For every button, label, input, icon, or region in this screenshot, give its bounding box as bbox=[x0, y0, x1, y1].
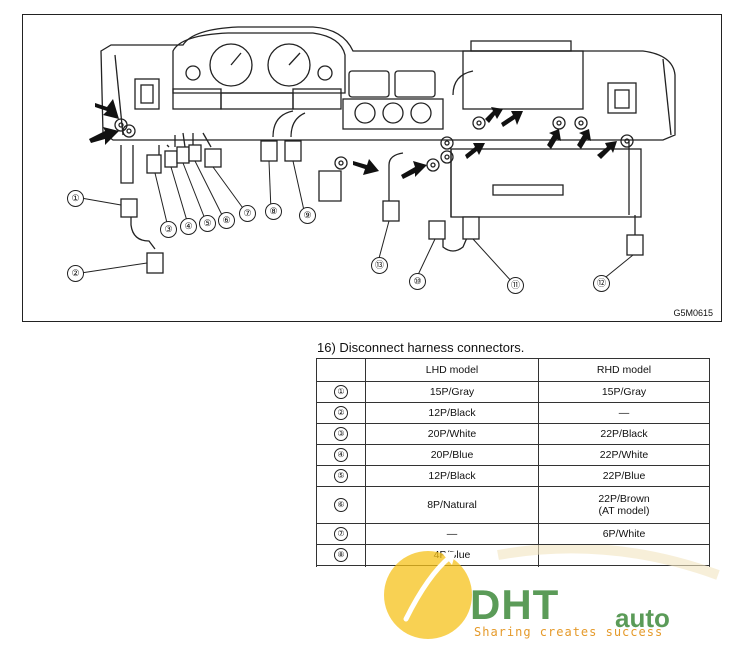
lhd-cell: 12P/Black bbox=[365, 402, 539, 424]
lhd-cell: 15P/Gray bbox=[365, 381, 539, 403]
table-row: ⑥ 8P/Natural 22P/Brown (AT model) bbox=[316, 486, 710, 524]
header-lhd: LHD model bbox=[365, 358, 539, 382]
callout-4: ④ bbox=[180, 218, 197, 235]
header-rhd: RHD model bbox=[538, 358, 710, 382]
dashboard-line-drawing bbox=[80, 26, 676, 284]
rhd-cell: 22P/White bbox=[538, 444, 710, 466]
row-number: ③ bbox=[334, 427, 348, 441]
watermark-slogan: Sharing creates success bbox=[474, 625, 664, 639]
callout-1: ① bbox=[67, 190, 84, 207]
dashboard-harness-diagram: ① ② ③ ④ ⑤ ⑥ ⑦ ⑧ ⑨ ⑩ ⑪ ⑫ ⑬ G5M0615 bbox=[22, 14, 722, 322]
callout-8: ⑧ bbox=[265, 203, 282, 220]
table-row: ⑤ 12P/Black 22P/Blue bbox=[316, 465, 710, 487]
rhd-cell-line2: (AT model) bbox=[598, 505, 650, 517]
lhd-cell: — bbox=[365, 523, 539, 545]
lhd-cell: 20P/Blue bbox=[365, 444, 539, 466]
callout-6: ⑥ bbox=[218, 212, 235, 229]
row-number: ⑦ bbox=[334, 527, 348, 541]
callout-10: ⑩ bbox=[409, 273, 426, 290]
step-instruction: 16) Disconnect harness connectors. bbox=[317, 340, 525, 355]
table-row: ① 15P/Gray 15P/Gray bbox=[316, 381, 710, 403]
table-header-row: LHD model RHD model bbox=[316, 358, 710, 382]
rhd-cell: 22P/Brown (AT model) bbox=[538, 486, 710, 524]
watermark-auto: auto bbox=[615, 603, 670, 633]
lhd-cell: 12P/Black bbox=[365, 465, 539, 487]
rhd-cell: 22P/Black bbox=[538, 423, 710, 445]
row-number: ④ bbox=[334, 448, 348, 462]
row-number: ⑧ bbox=[334, 548, 348, 562]
callout-11: ⑪ bbox=[507, 277, 524, 294]
callout-2: ② bbox=[67, 265, 84, 282]
callout-12: ⑫ bbox=[593, 275, 610, 292]
lhd-cell: 8P/Natural bbox=[365, 486, 539, 524]
callout-9: ⑨ bbox=[299, 207, 316, 224]
rhd-cell: 15P/Gray bbox=[538, 381, 710, 403]
table-row: ⑦ — 6P/White bbox=[316, 523, 710, 545]
figure-code: G5M0615 bbox=[673, 308, 713, 318]
callout-3: ③ bbox=[160, 221, 177, 238]
rhd-cell: — bbox=[538, 402, 710, 424]
row-number: ⑤ bbox=[334, 469, 348, 483]
callout-13: ⑬ bbox=[371, 257, 388, 274]
rhd-cell: 22P/Blue bbox=[538, 465, 710, 487]
callout-5: ⑤ bbox=[199, 215, 216, 232]
table-row: ③ 20P/White 22P/Black bbox=[316, 423, 710, 445]
lhd-cell: 20P/White bbox=[365, 423, 539, 445]
watermark-swoosh-icon bbox=[384, 545, 720, 639]
row-number: ② bbox=[334, 406, 348, 420]
watermark-logo: DHT bbox=[470, 581, 560, 628]
page-cutoff bbox=[316, 567, 710, 645]
rhd-cell: 6P/White bbox=[538, 523, 710, 545]
header-number bbox=[316, 358, 366, 382]
callout-7: ⑦ bbox=[239, 205, 256, 222]
rhd-cell-line1: 22P/Brown bbox=[598, 493, 650, 505]
table-row: ② 12P/Black — bbox=[316, 402, 710, 424]
row-number: ① bbox=[334, 385, 348, 399]
row-number: ⑥ bbox=[334, 498, 348, 512]
table-row: ④ 20P/Blue 22P/White bbox=[316, 444, 710, 466]
